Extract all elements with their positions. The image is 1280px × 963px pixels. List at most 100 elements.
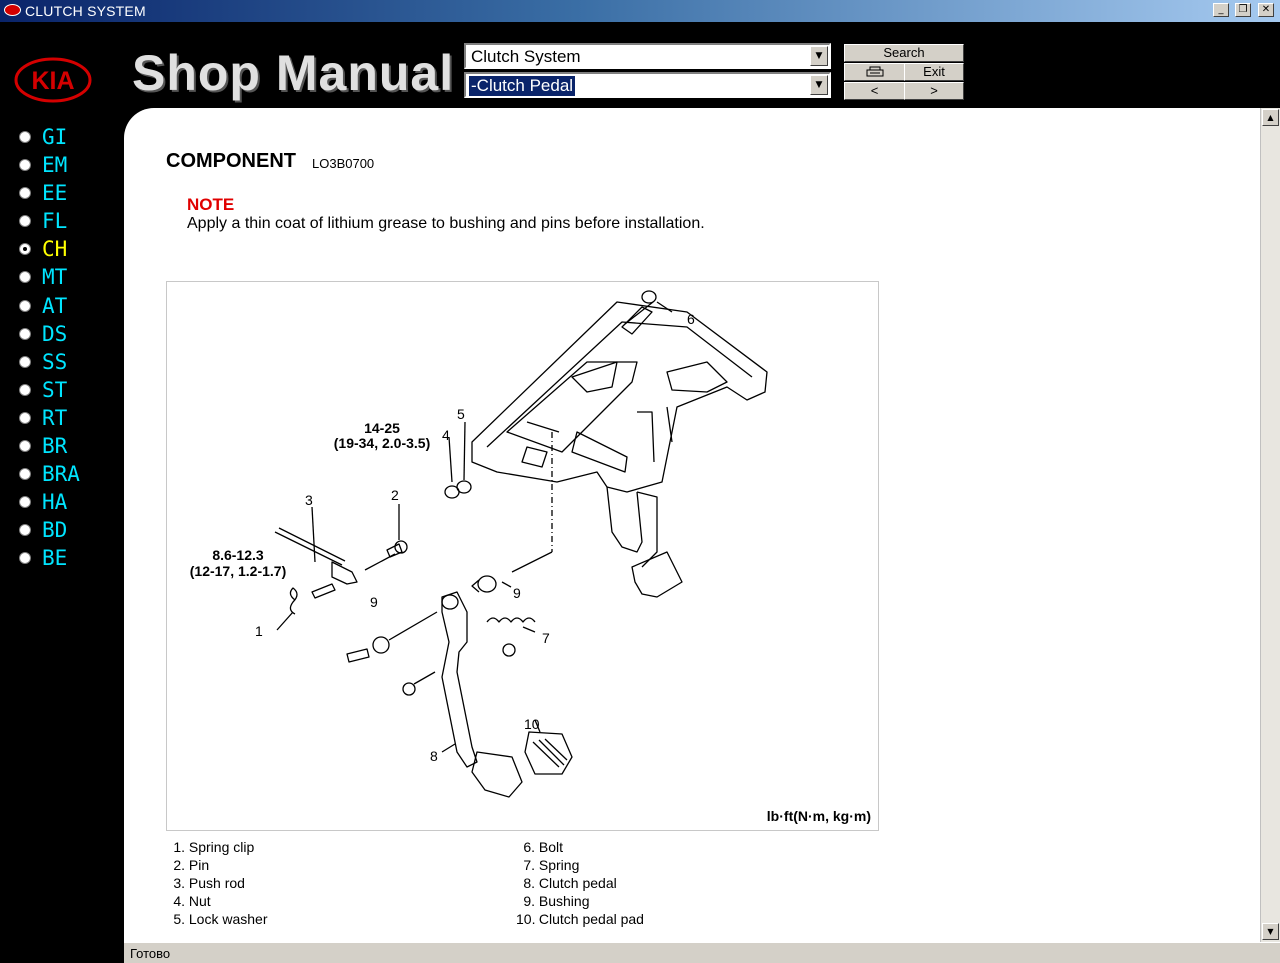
sidebar-item-mt[interactable]: MT	[17, 262, 117, 290]
legend-number: 8.	[523, 875, 535, 891]
close-button[interactable]: ✕	[1258, 3, 1274, 17]
next-button[interactable]: >	[904, 82, 964, 100]
radio-button-icon[interactable]	[19, 187, 31, 200]
callout-9-lower: 9	[370, 594, 378, 610]
radio-button-icon[interactable]	[19, 131, 31, 143]
sidebar-item-em[interactable]: EM	[17, 150, 117, 178]
status-text: Готово	[130, 946, 171, 961]
torque-spec-pushrod-metric: (12-17, 1.2-1.7)	[190, 563, 287, 579]
sidebar-item-st[interactable]: ST	[17, 375, 117, 403]
document-view: COMPONENT LO3B0700 NOTE Apply a thin coa…	[124, 108, 1260, 942]
callout-2: 2	[391, 487, 399, 503]
sidebar-item-label: BE	[42, 546, 68, 571]
chevron-down-icon[interactable]: ▼	[810, 46, 828, 66]
radio-button-icon[interactable]	[19, 411, 31, 424]
callout-3: 3	[305, 492, 313, 508]
prev-button[interactable]: <	[844, 82, 905, 100]
callout-9-upper: 9	[513, 585, 521, 601]
sidebar-item-be[interactable]: BE	[17, 543, 117, 571]
sidebar-item-bd[interactable]: BD	[17, 515, 117, 543]
legend-number: 1.	[173, 839, 185, 855]
callout-6: 6	[687, 311, 695, 327]
legend-item: 9. Bushing	[516, 893, 644, 911]
vertical-scrollbar[interactable]: ▲ ▼	[1260, 108, 1280, 942]
section-select[interactable]: Clutch System ▼	[464, 43, 831, 69]
sidebar-item-rt[interactable]: RT	[17, 403, 117, 431]
radio-button-icon[interactable]	[19, 159, 31, 172]
sidebar-item-at[interactable]: AT	[17, 291, 117, 319]
sidebar-item-ss[interactable]: SS	[17, 347, 117, 375]
print-button[interactable]	[844, 63, 905, 81]
topic-select[interactable]: -Clutch Pedal ▼	[464, 72, 831, 98]
torque-spec-nut-metric: (19-34, 2.0-3.5)	[334, 435, 431, 451]
kia-logo: KIA	[14, 57, 92, 103]
legend-item: 6. Bolt	[516, 839, 644, 857]
sidebar-item-fl[interactable]: FL	[17, 206, 117, 234]
logo-text: KIA	[31, 67, 74, 95]
brand-title: Shop Manual	[132, 45, 455, 101]
legend-item: 7. Spring	[516, 857, 644, 875]
sidebar-item-label: BD	[42, 518, 68, 543]
radio-button-icon[interactable]	[19, 552, 31, 565]
sidebar-item-label: GI	[42, 125, 68, 149]
legend-name: Pin	[188, 857, 210, 873]
printer-icon	[866, 66, 883, 77]
legend-name: Bolt	[538, 839, 564, 855]
radio-button-icon[interactable]	[19, 243, 31, 256]
section-select-value: Clutch System	[471, 47, 581, 66]
clutch-pedal-illustration: 1 2 3 4 5 6 7 8 9 9 10 14-25 (19-34, 2.0…	[190, 290, 871, 824]
sidebar-item-label: BR	[42, 434, 68, 459]
chevron-down-icon[interactable]: ▼	[810, 75, 828, 95]
scroll-up-button[interactable]: ▲	[1262, 109, 1279, 126]
restore-button[interactable]: ❐	[1235, 3, 1251, 17]
status-bar: Готово	[124, 942, 1280, 963]
sidebar-item-label: FL	[42, 209, 68, 234]
sidebar-item-ds[interactable]: DS	[17, 319, 117, 347]
sidebar-item-ha[interactable]: HA	[17, 487, 117, 515]
legend-name: Clutch pedal	[538, 875, 617, 891]
callout-8: 8	[430, 748, 438, 764]
legend-name: Nut	[188, 893, 211, 909]
radio-button-icon[interactable]	[19, 524, 31, 537]
legend-item: 4. Nut	[166, 893, 267, 911]
radio-button-icon[interactable]	[19, 299, 31, 312]
radio-button-icon[interactable]	[19, 215, 31, 228]
window-titlebar: CLUTCH SYSTEM _ ❐ ✕	[0, 0, 1280, 22]
sidebar-item-bra[interactable]: BRA	[17, 459, 117, 487]
document-id: LO3B0700	[312, 156, 375, 171]
exit-button[interactable]: Exit	[904, 63, 964, 81]
legend-item: 1. Spring clip	[166, 839, 267, 857]
units-label: lb·ft(N·m, kg·m)	[767, 808, 871, 824]
legend-number: 6.	[523, 839, 535, 855]
radio-button-icon[interactable]	[19, 496, 31, 509]
legend-item: 3. Push rod	[166, 875, 267, 893]
torque-spec-pushrod: 8.6-12.3	[212, 547, 264, 563]
radio-button-icon[interactable]	[19, 355, 31, 368]
callout-10: 10	[524, 716, 540, 732]
sidebar-item-br[interactable]: BR	[17, 431, 117, 459]
sidebar-item-label: AT	[42, 293, 68, 318]
content-panel: COMPONENT LO3B0700 NOTE Apply a thin coa…	[124, 108, 1280, 963]
legend-name: Bushing	[538, 893, 590, 909]
legend-number: 2.	[173, 857, 185, 873]
radio-button-icon[interactable]	[19, 468, 31, 481]
sidebar-item-gi[interactable]: GI	[17, 122, 117, 150]
search-button[interactable]: Search	[844, 44, 964, 62]
radio-button-icon[interactable]	[19, 327, 31, 340]
radio-button-icon[interactable]	[19, 440, 31, 453]
legend-name: Clutch pedal pad	[538, 911, 644, 927]
legend-name: Spring	[538, 857, 580, 873]
sidebar-item-label: CH	[42, 237, 68, 262]
sidebar-item-ch[interactable]: CH	[17, 234, 117, 262]
sidebar-item-label: SS	[42, 349, 68, 374]
callout-4: 4	[442, 427, 450, 443]
sidebar-item-label: ST	[42, 377, 68, 402]
note-title: NOTE	[187, 195, 235, 214]
radio-button-icon[interactable]	[19, 383, 31, 396]
scroll-down-button[interactable]: ▼	[1262, 923, 1279, 940]
legend-name: Push rod	[188, 875, 245, 891]
minimize-button[interactable]: _	[1213, 3, 1229, 17]
radio-button-icon[interactable]	[19, 271, 31, 284]
sidebar-item-ee[interactable]: EE	[17, 178, 117, 206]
